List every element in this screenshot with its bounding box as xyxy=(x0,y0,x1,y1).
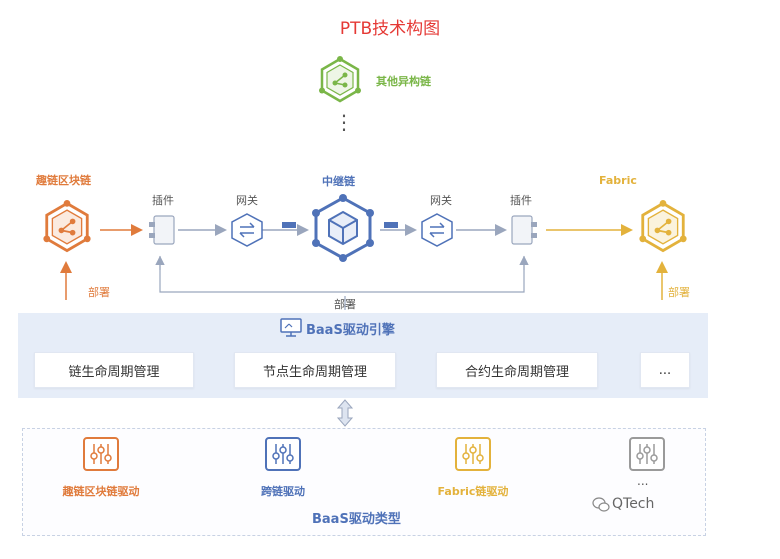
fabric-driver-icon xyxy=(455,437,491,471)
right-chain-label: Fabric xyxy=(599,174,637,187)
plugin-right-label: 插件 xyxy=(510,194,532,207)
monitor-icon xyxy=(280,318,302,337)
heterogeneous-chain-label: 其他异构链 xyxy=(376,75,431,88)
watermark-text: QTech xyxy=(612,496,655,512)
cross-chain-driver-icon xyxy=(265,437,301,471)
other-driver-icon xyxy=(629,437,665,471)
left-chain-icon xyxy=(43,200,91,253)
gateway-right-icon xyxy=(421,213,453,247)
fabric-chain-icon xyxy=(639,200,687,253)
plugin-right-icon xyxy=(511,215,537,245)
relay-chain-icon xyxy=(312,194,374,262)
bottom-deploy-label: 部署 xyxy=(334,298,356,311)
plugin-left-label: 插件 xyxy=(152,194,174,207)
diagram-title: PTB技术构图 xyxy=(339,19,441,39)
chain-lifecycle-box: 链生命周期管理 xyxy=(34,352,194,388)
engine-more-box: ... xyxy=(640,352,690,388)
heterogeneous-chain-icon xyxy=(319,56,361,103)
left-chain-label: 趣链区块链 xyxy=(36,174,91,187)
fabric-driver-label: Fabric链驱动 xyxy=(437,485,509,498)
relay-chain-label: 中继链 xyxy=(322,175,355,188)
gateway-left-label: 网关 xyxy=(236,194,258,207)
node-lifecycle-box: 节点生命周期管理 xyxy=(234,352,396,388)
left-deploy-label: 部署 xyxy=(88,286,110,299)
driver-types-title: BaaS驱动类型 xyxy=(312,512,401,527)
gateway-right-label: 网关 xyxy=(430,194,452,207)
left-chain-driver-label: 趣链区块链驱动 xyxy=(62,485,140,498)
driver-types-panel xyxy=(22,428,706,536)
left-chain-driver-icon xyxy=(83,437,119,471)
vertical-ellipsis: ⋮ xyxy=(334,110,354,134)
other-driver-label: ... xyxy=(637,474,649,488)
engine-title: BaaS驱动引擎 xyxy=(306,323,395,338)
right-deploy-label: 部署 xyxy=(668,286,690,299)
gateway-left-icon xyxy=(231,213,263,247)
contract-lifecycle-box: 合约生命周期管理 xyxy=(436,352,598,388)
cross-chain-driver-label: 跨链驱动 xyxy=(261,485,305,498)
plugin-left-icon xyxy=(149,215,175,245)
wechat-icon xyxy=(592,497,610,512)
